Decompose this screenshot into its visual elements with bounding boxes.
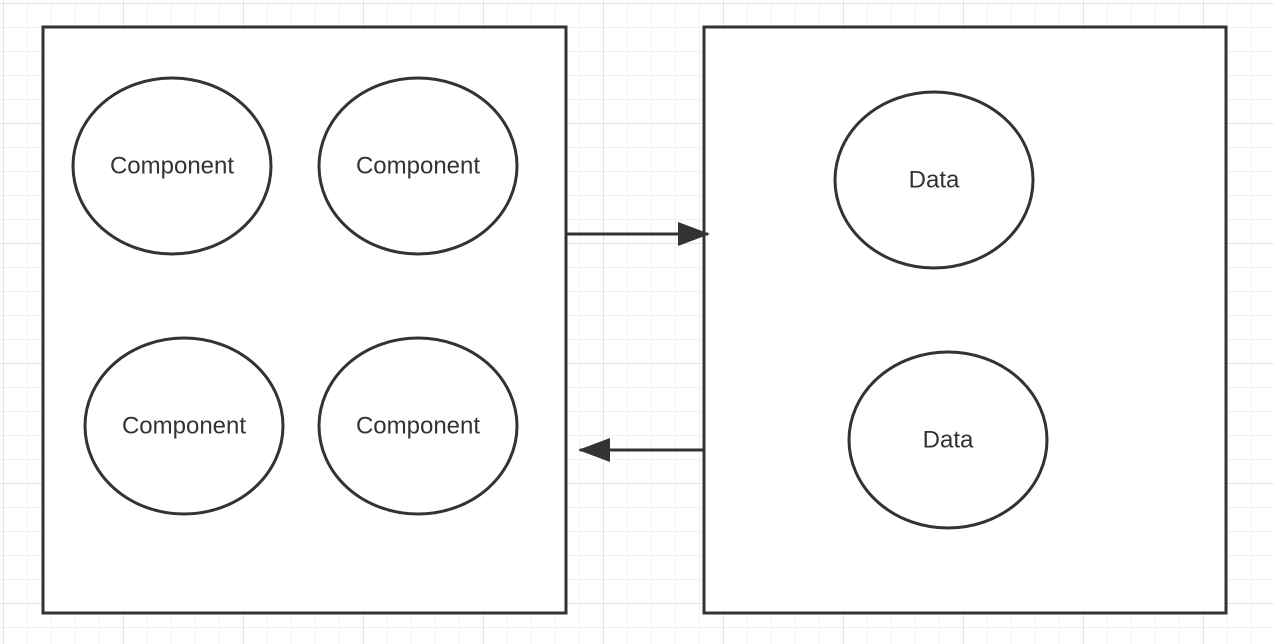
data-node-label: Data xyxy=(923,426,974,453)
component-node-label: Component xyxy=(356,152,480,179)
data-node-label: Data xyxy=(909,166,960,193)
component-node[interactable]: Component xyxy=(83,336,285,516)
component-node-shape xyxy=(317,336,519,516)
data-node-shape xyxy=(847,350,1049,530)
component-node[interactable]: Component xyxy=(71,76,273,256)
component-node[interactable]: Component xyxy=(317,76,519,256)
component-node-shape xyxy=(71,76,273,256)
data-node[interactable]: Data xyxy=(833,90,1035,270)
component-node-shape xyxy=(317,76,519,256)
component-node-label: Component xyxy=(122,412,246,439)
component-node[interactable]: Component xyxy=(317,336,519,516)
component-node-label: Component xyxy=(356,412,480,439)
component-node-label: Component xyxy=(110,152,234,179)
data-node-shape xyxy=(833,90,1035,270)
component-node-shape xyxy=(83,336,285,516)
data-node[interactable]: Data xyxy=(847,350,1049,530)
